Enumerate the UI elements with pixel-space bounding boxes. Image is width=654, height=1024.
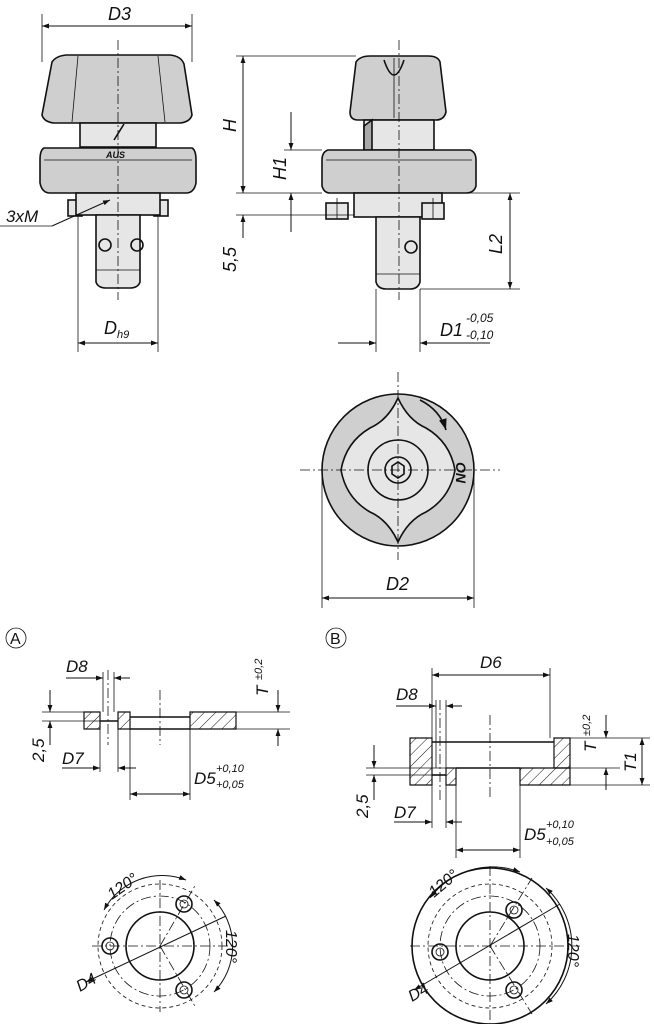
label-b-t1: T1	[621, 752, 640, 772]
label-a-d4: D4	[74, 970, 100, 995]
bolt-pattern-a: 120° 120° D4	[74, 870, 239, 1012]
label-d1-tol-upper: -0,05	[466, 311, 494, 325]
label-h: H	[220, 118, 240, 132]
dim-b-d5: D5 +0,10 +0,05	[455, 785, 575, 858]
section-a-marker: A	[5, 627, 27, 649]
label-b-d6: D6	[480, 653, 502, 672]
label-b-d5-tol-upper: +0,10	[546, 819, 575, 831]
label-a-d5-tol-lower: +0,05	[216, 779, 245, 791]
dim-b-t: T ±0,2	[570, 715, 650, 790]
label-section-b: B	[330, 631, 341, 648]
section-b-profile	[409, 700, 571, 800]
label-dh9-sub: h9	[117, 329, 129, 341]
bolt-pattern-b: 120° 120° D4	[406, 866, 581, 1024]
dim-a-d7: D7	[62, 729, 136, 772]
label-l2: L2	[486, 234, 506, 254]
dim-h1: H1	[270, 112, 322, 232]
label-d1: D1	[440, 320, 463, 340]
dim-a-d8: D8	[66, 657, 130, 712]
front-view: AUS	[39, 40, 197, 300]
label-dh9: D	[104, 318, 117, 338]
label-d2: D2	[386, 574, 409, 594]
label-a-d8: D8	[66, 657, 88, 676]
label-d1-tol-lower: -0,10	[466, 328, 494, 342]
dim-l2: L2	[420, 192, 520, 290]
top-marking: ON	[453, 462, 469, 484]
label-3xm: 3xM	[6, 207, 39, 226]
dim-5-5: 5,5	[220, 170, 354, 272]
dim-a-2-5: 2,5	[29, 690, 100, 763]
dim-d2: D2	[321, 470, 475, 608]
label-b-d5: D5	[524, 825, 546, 844]
dim-b-d8: D8	[396, 685, 462, 768]
label-a-d5-tol-upper: +0,10	[216, 763, 245, 775]
label-b-angle-2: 120°	[564, 934, 581, 968]
side-view	[321, 40, 477, 300]
label-b-t-tol: ±0,2	[581, 715, 593, 736]
label-b-d8: D8	[396, 685, 418, 704]
label-5-5: 5,5	[220, 246, 240, 272]
dim-a-d5: D5 +0,10 +0,05	[129, 729, 245, 800]
label-b-d7: D7	[394, 803, 416, 822]
label-a-2-5: 2,5	[29, 738, 48, 763]
section-a-profile	[83, 670, 237, 745]
section-b-marker: B	[325, 627, 347, 649]
label-b-t: T	[581, 740, 600, 752]
label-a-t-tol: ±0,2	[253, 659, 265, 680]
dim-d1: D1 -0,05 -0,10	[338, 289, 494, 352]
label-section-a: A	[10, 631, 21, 648]
label-h1: H1	[270, 157, 290, 180]
dim-dh9: Dh9	[77, 215, 159, 352]
dim-b-d6: D6	[431, 653, 551, 738]
label-a-d5: D5	[194, 769, 216, 788]
callout-3xm: 3xM	[0, 199, 111, 227]
label-a-d7: D7	[62, 749, 84, 768]
dim-b-2-5: 2,5	[353, 745, 446, 819]
label-a-angle-1: 120°	[105, 870, 142, 903]
label-b-2-5: 2,5	[353, 794, 372, 819]
dim-b-d7: D7	[394, 785, 462, 828]
label-b-angle-1: 120°	[426, 866, 463, 901]
top-view: ON	[300, 372, 500, 560]
label-b-d4: D4	[406, 980, 432, 1005]
front-marking: AUS	[105, 150, 125, 160]
dim-b-t1: T1	[570, 738, 650, 786]
svg-text:Dh9: Dh9	[104, 318, 129, 341]
label-d3: D3	[108, 4, 131, 24]
label-b-d5-tol-lower: +0,05	[546, 836, 575, 848]
dim-d3: D3	[41, 4, 193, 62]
label-a-angle-2: 120°	[222, 930, 239, 964]
label-a-t: T	[253, 684, 272, 696]
dim-a-t: T ±0,2	[236, 659, 290, 746]
